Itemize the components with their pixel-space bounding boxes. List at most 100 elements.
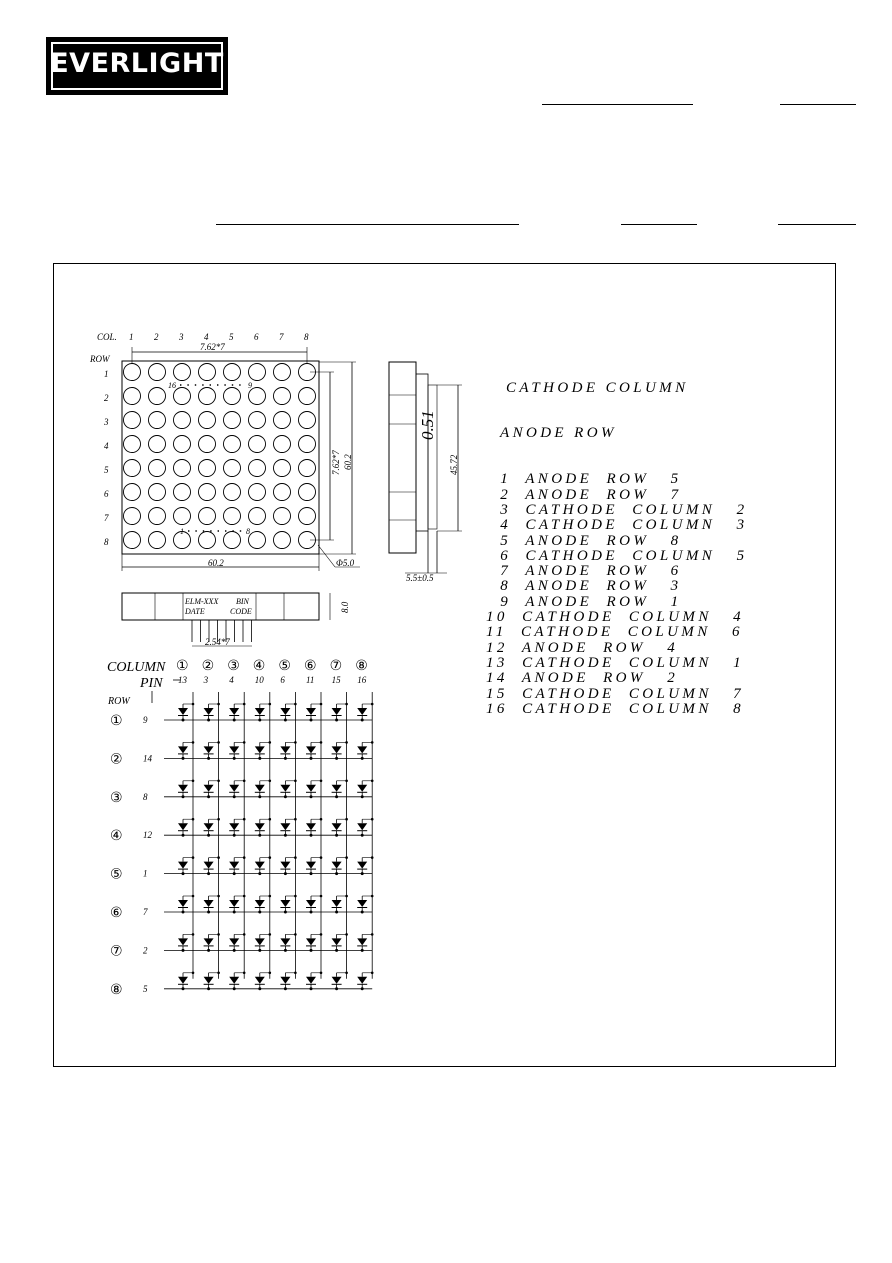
- row-pin: 8: [143, 792, 148, 802]
- junction-dot: [232, 948, 236, 952]
- junction-dot: [283, 948, 287, 952]
- dim-led: Φ5.0: [336, 558, 355, 568]
- schematic-row-number: ⑦: [110, 943, 123, 959]
- logo-frame: [51, 42, 223, 90]
- diode-symbol: [331, 746, 342, 754]
- led-dot: [248, 459, 266, 477]
- diode-symbol: [229, 900, 240, 907]
- led-dot: [298, 459, 316, 477]
- junction-dot: [360, 795, 364, 799]
- diode-symbol: [357, 784, 368, 792]
- junction-dot: [370, 779, 374, 783]
- junction-dot: [345, 702, 348, 706]
- diode-symbol: [280, 861, 291, 869]
- led-dot: [173, 531, 191, 549]
- diode-symbol: [357, 938, 368, 946]
- schematic-row-number: ④: [110, 828, 123, 844]
- bottom-pins: [191, 620, 252, 642]
- junction-dot: [345, 741, 348, 744]
- junction-dot: [370, 933, 374, 936]
- row-pin: 9: [143, 715, 148, 725]
- junction-dot: [283, 833, 287, 837]
- col-number: 5: [229, 332, 234, 342]
- diode-symbol: [178, 746, 188, 754]
- junction-dot: [294, 894, 297, 898]
- diode-symbol: [203, 784, 214, 792]
- led-dot: [198, 363, 216, 381]
- junction-dot: [268, 971, 272, 975]
- junction-dot: [335, 756, 339, 760]
- junction-dot: [258, 795, 262, 799]
- diode-symbol: [254, 938, 265, 946]
- junction-dot: [181, 718, 185, 722]
- junction-dot: [294, 856, 297, 859]
- pin-table-row: 7 ANODE ROW 6: [486, 563, 682, 580]
- diode-symbol: [254, 976, 265, 984]
- led-dot: [223, 435, 241, 453]
- junction-dot: [335, 910, 339, 914]
- row-pin: 5: [143, 984, 148, 994]
- schematic-row-number: ⑧: [110, 982, 123, 998]
- diode-symbol: [280, 976, 291, 984]
- led-dot: [123, 531, 141, 549]
- junction-dot: [283, 872, 287, 876]
- junction-dot: [370, 702, 374, 706]
- led-dot: [173, 387, 191, 405]
- junction-dot: [217, 971, 220, 975]
- junction-dot: [242, 702, 246, 706]
- diode-symbol: [203, 708, 214, 715]
- pin-label: PIN: [139, 676, 163, 691]
- led-dot: [123, 507, 141, 525]
- led-dot: [198, 483, 216, 501]
- junction-dot: [268, 933, 272, 936]
- junction-dot: [345, 817, 348, 821]
- diode-symbol: [178, 861, 188, 869]
- dim-top: 7.62*7: [200, 342, 225, 352]
- junction-dot: [370, 817, 374, 821]
- junction-dot: [181, 948, 185, 952]
- pin-table-row: 10 CATHODE COLUMN 4: [486, 609, 745, 626]
- junction-dot: [181, 795, 185, 799]
- pin-table-row: 6 CATHODE COLUMN 5: [486, 547, 748, 564]
- junction-dot: [191, 741, 195, 744]
- led-dot: [148, 531, 166, 549]
- col-number: 8: [304, 332, 309, 342]
- diode-symbol: [357, 708, 368, 715]
- junction-dot: [335, 872, 339, 876]
- diode-symbol: [254, 900, 265, 907]
- column-number: ④: [253, 658, 266, 674]
- everlight-logo: EVERLIGHT: [46, 37, 228, 95]
- pin-table-row: 2 ANODE ROW 7: [486, 486, 682, 503]
- junction-dot: [207, 910, 211, 914]
- junction-dot: [242, 741, 246, 744]
- column-number: ②: [202, 658, 215, 674]
- led-dot: [173, 411, 191, 429]
- pin-table-row: 14 ANODE ROW 2: [486, 670, 679, 687]
- diode-symbol: [178, 823, 188, 831]
- pin-table-row: 3 CATHODE COLUMN 2: [486, 501, 748, 518]
- led-dot: [173, 435, 191, 453]
- led-dot: [123, 435, 141, 453]
- header-line-4: [621, 224, 697, 225]
- led-dot: [223, 411, 241, 429]
- led-dot: [248, 483, 266, 501]
- diode-symbol: [306, 900, 316, 907]
- led-dot: [248, 531, 266, 549]
- side-dim-offset: 0.51: [418, 410, 437, 440]
- led-dot: [298, 507, 316, 525]
- dim-led-leader: [317, 544, 336, 568]
- junction-dot: [370, 894, 374, 898]
- diode-symbol: [306, 938, 316, 946]
- diode-symbol: [178, 708, 188, 715]
- code-label: CODE: [230, 607, 252, 616]
- side-dim-pin: 5.5±0.5: [406, 573, 434, 583]
- row-number: 2: [104, 393, 109, 403]
- junction-dot: [294, 779, 297, 783]
- row-number: 3: [103, 417, 109, 427]
- junction-dot: [258, 756, 262, 760]
- diode-symbol: [178, 938, 188, 946]
- led-dot: [273, 531, 291, 549]
- dot-index-bottom-right: 8: [246, 527, 250, 536]
